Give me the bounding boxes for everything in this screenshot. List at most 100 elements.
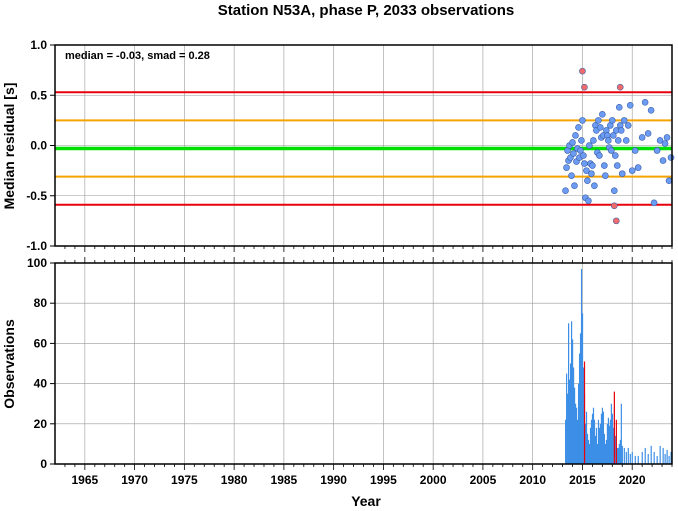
observation-bar — [577, 383, 580, 464]
x-tick-label: 2000 — [420, 473, 447, 487]
observation-bar — [621, 445, 623, 464]
observation-bar — [598, 427, 601, 464]
x-tick-label: 2020 — [619, 473, 646, 487]
observation-bar — [616, 447, 618, 464]
y-tick-label: 0.0 — [30, 139, 47, 153]
observation-bar — [614, 435, 616, 464]
observation-bar — [568, 323, 570, 464]
observation-bar — [597, 419, 600, 464]
observation-bar — [615, 419, 617, 464]
residual-point — [591, 182, 598, 189]
observation-bar — [623, 447, 625, 464]
observation-bar — [605, 439, 608, 464]
residual-point — [609, 132, 617, 139]
y-tick-label: 60 — [34, 336, 48, 350]
observation-bar — [566, 373, 568, 464]
observation-bar — [567, 393, 569, 464]
observation-bar — [599, 423, 602, 464]
year-x-axis-label: Year — [351, 493, 381, 509]
observation-bar — [604, 443, 607, 464]
observation-bar — [588, 443, 591, 464]
y-tick-label: 80 — [34, 296, 48, 310]
observation-bar — [620, 403, 622, 464]
observation-bar — [606, 423, 609, 464]
residual-point — [612, 217, 620, 225]
x-tick-label: 1985 — [271, 473, 298, 487]
residual-point — [610, 187, 618, 195]
residual-point — [667, 154, 675, 161]
residual-point — [579, 67, 586, 75]
observation-bar — [591, 413, 594, 464]
residual-point — [613, 162, 621, 169]
observation-bar — [583, 361, 586, 464]
residual-point — [615, 104, 623, 111]
observation-bar — [659, 445, 661, 464]
residual-stats-annotation: median = -0.03, smad = 0.28 — [65, 50, 210, 62]
x-tick-label: 1990 — [320, 473, 347, 487]
observation-bar — [569, 363, 572, 464]
observation-bar — [571, 339, 574, 464]
y-tick-label: -0.5 — [26, 189, 47, 203]
observation-bar — [574, 403, 577, 464]
observation-bar — [612, 427, 614, 464]
residual-point — [588, 170, 595, 177]
observation-bar — [584, 423, 587, 464]
residual-point — [631, 147, 639, 154]
residual-points — [562, 67, 675, 225]
y-tick-label: 100 — [27, 256, 47, 270]
observation-bar — [610, 403, 612, 464]
residual-point — [661, 140, 669, 147]
observation-bars — [565, 269, 672, 464]
residual-point — [610, 202, 618, 210]
residual-point — [589, 162, 596, 169]
observation-bar — [609, 419, 611, 464]
observation-bar — [565, 419, 567, 464]
observation-bar — [634, 455, 636, 464]
residual-point — [568, 172, 575, 179]
observation-bar — [582, 367, 585, 464]
x-tick-label: 1995 — [370, 473, 397, 487]
residual-point — [575, 124, 582, 131]
observation-bar — [603, 433, 606, 464]
observation-bar — [589, 427, 592, 464]
x-tick-label: 2015 — [569, 473, 596, 487]
y-tick-label: -1.0 — [26, 239, 47, 253]
observation-bar — [625, 451, 627, 464]
residual-point — [641, 98, 649, 106]
residual-point — [578, 137, 585, 144]
observation-bar — [576, 419, 579, 464]
residual-point — [585, 197, 592, 205]
observation-bar — [592, 407, 595, 464]
observation-bar — [619, 439, 621, 464]
residual-point — [579, 117, 586, 124]
residual-point — [581, 83, 588, 91]
residual-point — [597, 124, 604, 131]
residual-y-ticks: 1.00.50.0-0.5-1.0 — [26, 38, 55, 253]
observation-bar — [611, 413, 613, 464]
x-tick-label: 2010 — [519, 473, 546, 487]
observation-bar — [600, 413, 603, 464]
observation-bar — [572, 367, 575, 464]
residual-point — [572, 132, 579, 139]
residual-point — [590, 137, 597, 144]
residual-grid — [55, 44, 672, 247]
residual-point — [605, 137, 612, 144]
observation-bar — [607, 417, 610, 464]
observation-bar — [581, 313, 584, 464]
observation-bar — [662, 447, 664, 464]
residual-point — [607, 147, 615, 154]
observation-bar — [573, 387, 576, 464]
residual-point — [617, 127, 625, 134]
observation-bar — [586, 433, 589, 464]
observation-bar — [666, 449, 668, 464]
y-tick-label: 1.0 — [30, 38, 47, 52]
observation-bar — [601, 407, 604, 464]
observation-bar — [593, 419, 596, 464]
residual-point — [620, 117, 628, 124]
residual-point — [562, 187, 569, 195]
observation-bar — [587, 439, 590, 464]
residual-point — [616, 83, 624, 91]
residual-point — [577, 147, 584, 154]
residual-point — [644, 130, 652, 137]
